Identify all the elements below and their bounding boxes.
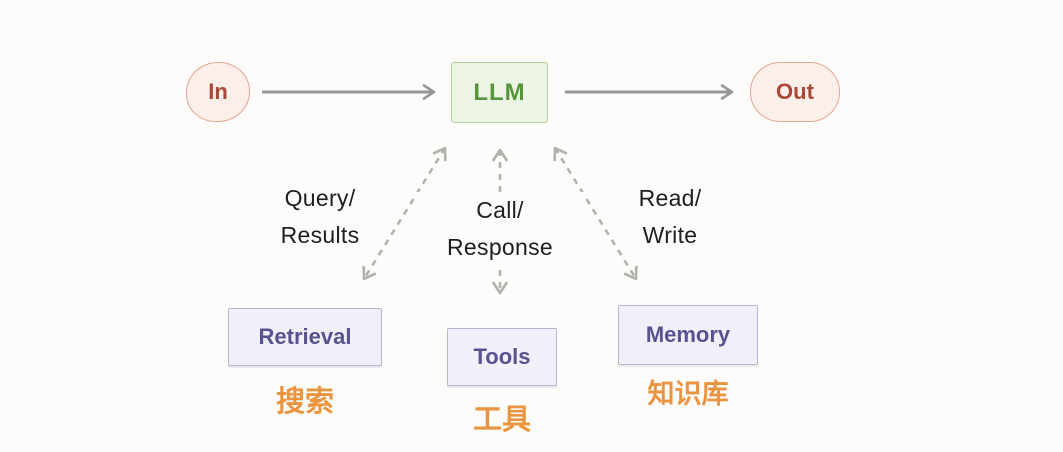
- edge-label-read-write: Read/ Write: [600, 180, 740, 254]
- edge-label-line: Write: [642, 222, 698, 248]
- arrow-llm-retrieval: [362, 146, 447, 281]
- caption-retrieval-chinese: 搜索: [275, 386, 334, 418]
- caption-memory-chinese: 知识库: [647, 379, 729, 409]
- node-in-label: In: [208, 79, 228, 104]
- node-in: In: [186, 62, 250, 122]
- node-out: Out: [750, 62, 840, 122]
- arrow-llm-memory: [553, 146, 638, 281]
- edge-label-line: Call/: [476, 197, 524, 223]
- node-memory-label: Memory: [645, 322, 731, 347]
- node-llm-label: LLM: [473, 78, 526, 106]
- node-tools: Tools: [447, 328, 557, 386]
- edge-label-line: Results: [280, 222, 360, 248]
- node-out-label: Out: [776, 79, 814, 104]
- node-retrieval-label: Retrieval: [258, 324, 352, 349]
- edge-label-line: Response: [447, 234, 553, 260]
- edge-label-line: Query/: [284, 185, 356, 211]
- edge-label-call-response: Call/ Response: [415, 192, 585, 266]
- node-llm: LLM: [451, 62, 548, 123]
- node-retrieval: Retrieval: [228, 308, 382, 366]
- edge-label-line: Read/: [638, 185, 702, 211]
- node-tools-label: Tools: [473, 344, 531, 369]
- edge-label-query-results: Query/ Results: [240, 180, 400, 254]
- node-memory: Memory: [618, 305, 758, 365]
- caption-tools-chinese: 工具: [472, 404, 531, 436]
